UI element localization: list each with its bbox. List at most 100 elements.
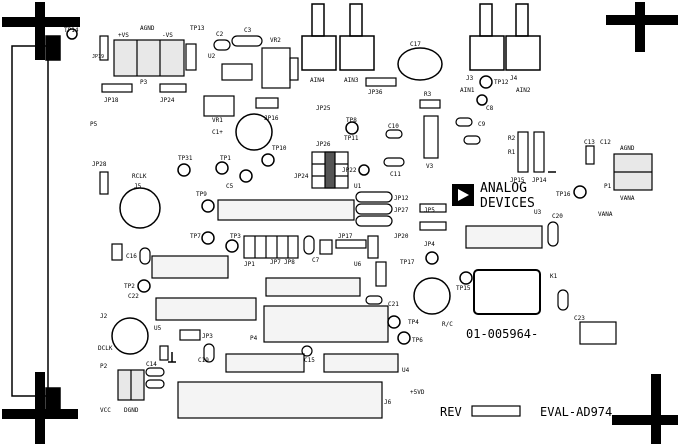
label-c8: C8: [486, 105, 494, 112]
label-c14: C14: [146, 361, 157, 368]
rev-label: REV: [440, 405, 462, 419]
silkscreen-labels: TP14 JP19 +VS AGND -VS TP13 C2 C3 VR2 U2…: [64, 25, 635, 414]
label-p4: P4: [250, 335, 258, 342]
label-jp1: JP1: [244, 261, 255, 268]
label-vs-plus: +VS: [118, 32, 129, 39]
ground-symbol: [168, 352, 176, 363]
label-tp4: TP4: [408, 319, 419, 326]
label-r1: R1: [508, 149, 516, 156]
label-r3: R3: [424, 91, 432, 98]
label-tp10: TP10: [272, 145, 287, 152]
label-jp17: JP17: [338, 233, 353, 240]
label-p1: P1: [604, 183, 612, 190]
label-j4: J4: [510, 75, 518, 82]
label-c3: C3: [244, 27, 252, 34]
label-c10: C10: [388, 123, 399, 130]
label-u6: U6: [354, 261, 362, 268]
label-vs-minus: -VS: [162, 32, 173, 39]
label-tp6: TP6: [412, 337, 423, 344]
logo-text-analog: ANALOG: [480, 181, 527, 196]
label-tp15: TP15: [456, 285, 471, 292]
round-parts: [66, 28, 587, 355]
label-c13: C13: [584, 139, 595, 146]
label-vana-right: VANA: [620, 195, 635, 202]
label-rclk: RCLK: [132, 173, 147, 180]
label-v3: V3: [426, 163, 434, 170]
label-plus5vd: +5VD: [410, 389, 425, 396]
label-u2: U2: [208, 53, 216, 60]
label-tp17: TP17: [400, 259, 415, 266]
label-c9: C9: [478, 121, 486, 128]
label-c12: C12: [600, 139, 611, 146]
label-tp7: TP7: [190, 233, 201, 240]
label-vcc: VCC: [100, 407, 111, 414]
label-j3: J3: [466, 75, 474, 82]
label-tp16: TP16: [556, 191, 571, 198]
label-tp3: TP3: [230, 233, 241, 240]
label-jp25: JP25: [316, 105, 331, 112]
label-tp31: TP31: [178, 155, 193, 162]
label-jp14: JP14: [532, 177, 547, 184]
label-p2: P2: [100, 363, 108, 370]
label-c17: C17: [410, 41, 421, 48]
label-rc: R/C: [442, 321, 453, 328]
label-jp3: JP3: [202, 333, 213, 340]
small-components: [99, 35, 653, 419]
label-c19: C19: [198, 357, 209, 364]
board-name: EVAL-AD974: [540, 405, 612, 419]
label-u1: U1: [354, 183, 362, 190]
label-p5: P5: [90, 121, 98, 128]
label-jp19: JP19: [92, 54, 104, 60]
label-tp13: TP13: [190, 25, 205, 32]
label-r2: R2: [508, 135, 516, 142]
label-jp16: JP16: [264, 115, 279, 122]
label-c21: C21: [388, 301, 399, 308]
label-vr1: VR1: [212, 117, 223, 124]
label-dclk: DCLK: [98, 345, 113, 352]
label-ain4: AIN4: [310, 77, 325, 84]
label-agnd-right: AGND: [620, 145, 635, 152]
label-tp14: TP14: [64, 27, 79, 34]
label-jp28: JP28: [92, 161, 107, 168]
label-vana-bottom: VANA: [598, 211, 613, 218]
label-j2: J2: [100, 313, 108, 320]
label-tp1: TP1: [220, 155, 231, 162]
label-c2: C2: [216, 31, 224, 38]
label-tp9: TP9: [196, 191, 207, 198]
label-jp12: JP12: [394, 195, 409, 202]
label-jp8: JP8: [284, 259, 295, 266]
label-ain3: AIN3: [344, 77, 359, 84]
label-tp8: TP8: [346, 117, 357, 124]
label-jp24b: JP24: [294, 173, 309, 180]
label-c15: C15: [304, 357, 315, 364]
label-c1: C1+: [212, 129, 223, 136]
label-tp12: TP12: [494, 79, 509, 86]
label-jp27: JP27: [394, 207, 409, 214]
left-connector: [11, 35, 61, 413]
label-k1: K1: [550, 273, 558, 280]
label-c16: C16: [126, 253, 137, 260]
label-vr2: VR2: [270, 37, 281, 44]
label-ain2: AIN2: [516, 87, 531, 94]
label-c7: C7: [312, 257, 320, 264]
label-dgnd: DGND: [124, 407, 139, 414]
label-jp24: JP24: [160, 97, 175, 104]
label-j5: J5: [134, 183, 142, 190]
label-jp18: JP18: [104, 97, 119, 104]
label-jp22: JP22: [342, 167, 357, 174]
label-u5: U5: [154, 325, 162, 332]
label-u3: U3: [534, 209, 542, 216]
label-c23: C23: [574, 315, 585, 322]
label-p3: P3: [140, 79, 148, 86]
label-j6: J6: [384, 399, 392, 406]
label-ain1: AIN1: [460, 87, 475, 94]
label-jp26: JP26: [316, 141, 331, 148]
logo-text-devices: DEVICES: [480, 196, 535, 211]
label-c22: C22: [128, 293, 139, 300]
label-jp5: JP5: [424, 207, 435, 214]
label-c5: C5: [226, 183, 234, 190]
label-jp4: JP4: [424, 241, 435, 248]
part-number: 01-005964-: [466, 327, 538, 341]
